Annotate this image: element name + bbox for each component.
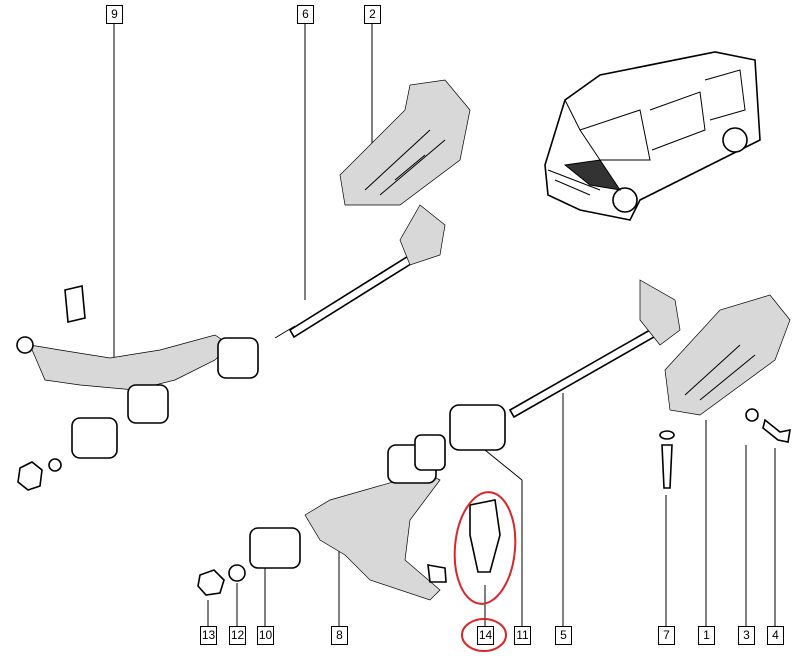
label-3: 3: [738, 626, 755, 645]
label-2: 2: [364, 5, 381, 24]
control-arm-8: [197, 434, 447, 601]
label-12: 12: [229, 626, 246, 645]
label-9: 9: [106, 5, 123, 24]
label-8: 8: [331, 626, 348, 645]
label-4: 4: [767, 626, 784, 645]
label-1: 1: [698, 626, 715, 645]
label-6: 6: [297, 5, 314, 24]
label-7: 7: [658, 626, 675, 645]
label-11: 11: [514, 626, 531, 645]
bracket-1: [659, 294, 791, 489]
label-14: 14: [477, 626, 494, 645]
van-illustration: [544, 51, 761, 221]
bracket-2: [339, 79, 471, 206]
label-5: 5: [555, 626, 572, 645]
tie-rod-5: [449, 279, 681, 451]
leader-lines: [113, 23, 776, 626]
tie-rod-6: [274, 204, 446, 339]
control-arm-9: [16, 285, 259, 491]
part-14: [453, 491, 517, 605]
label-13: 13: [200, 626, 217, 645]
label-10: 10: [257, 626, 274, 645]
